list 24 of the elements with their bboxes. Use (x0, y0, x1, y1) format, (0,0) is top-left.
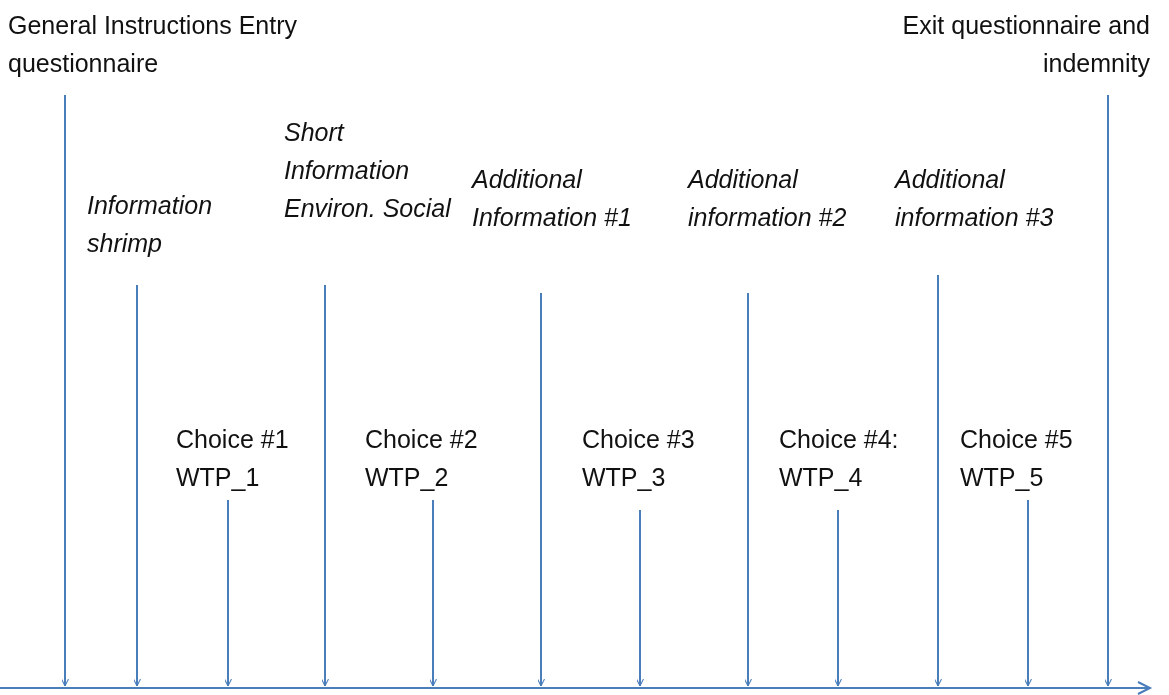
arrow (1024, 499, 1033, 687)
timeline-step-label: Choice #2 WTP_2 (365, 420, 505, 500)
arrow (133, 284, 142, 687)
timeline-step-label: Additional Information #1 (472, 160, 647, 293)
arrow (321, 284, 330, 687)
timeline-step-label: Additional information #3 (895, 160, 1070, 275)
timeline-step-label: Short Information Environ. Social (284, 113, 454, 285)
arrow (429, 499, 438, 687)
timeline-step-label: Choice #5 WTP_5 (960, 420, 1100, 500)
arrow (934, 274, 943, 687)
timeline-step-label: General Instructions Entry questionnaire (8, 6, 308, 95)
arrow (834, 509, 843, 687)
arrow (744, 292, 753, 687)
timeline-step-label: Choice #3 WTP_3 (582, 420, 722, 510)
timeline-step-label: Information shrimp (87, 186, 257, 285)
arrow (636, 509, 645, 687)
arrow (537, 292, 546, 687)
timeline-step-label: Exit questionnaire and indemnity (880, 6, 1150, 95)
arrow (224, 499, 233, 687)
timeline-step-label: Additional information #2 (688, 160, 863, 293)
arrow (1103, 94, 1113, 687)
timeline-step-label: Choice #1 WTP_1 (176, 420, 296, 500)
arrow (61, 94, 70, 687)
timeline-step-label: Choice #4: WTP_4 (779, 420, 924, 510)
